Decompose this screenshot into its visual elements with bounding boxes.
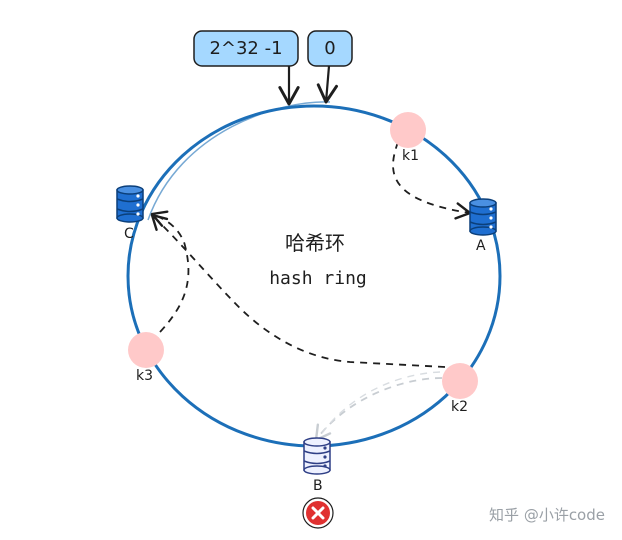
- server-c-label: C: [124, 226, 134, 242]
- k3-to-c-arrow: [150, 210, 190, 333]
- key-k1-label: k1: [402, 148, 419, 164]
- key-k3: k3: [128, 332, 164, 384]
- server-b-label: B: [313, 478, 323, 494]
- key-k2-label: k2: [451, 399, 468, 415]
- server-b: B: [303, 437, 331, 494]
- ring-subtitle: hash ring: [269, 268, 367, 289]
- database-icon: [116, 185, 144, 223]
- key-k3-label: k3: [136, 368, 153, 384]
- server-a: A: [469, 198, 497, 254]
- max-hash-label: 2^32 -1: [209, 38, 282, 59]
- ring-title: 哈希环: [285, 231, 345, 255]
- zero-label-box: 0: [307, 30, 353, 67]
- key-k2-dot: [442, 363, 478, 399]
- key-k3-dot: [128, 332, 164, 368]
- watermark: 知乎 @小许code: [489, 506, 605, 524]
- close-circle-icon: [302, 497, 334, 529]
- ring-start-arrows: [278, 65, 338, 106]
- key-k1: k1: [390, 112, 426, 164]
- mapping-arrows: [150, 141, 472, 442]
- zero-label: 0: [324, 38, 335, 59]
- k1-to-a-arrow: [392, 141, 472, 220]
- server-a-label: A: [476, 238, 486, 254]
- server-c: C: [116, 185, 144, 242]
- key-k2: k2: [442, 363, 478, 415]
- database-icon: [303, 437, 331, 475]
- max-hash-label-box: 2^32 -1: [193, 30, 299, 67]
- database-icon: [469, 198, 497, 236]
- key-k1-dot: [390, 112, 426, 148]
- k2-to-b-old-arrow: [314, 377, 443, 442]
- zero-arrow: [316, 65, 338, 104]
